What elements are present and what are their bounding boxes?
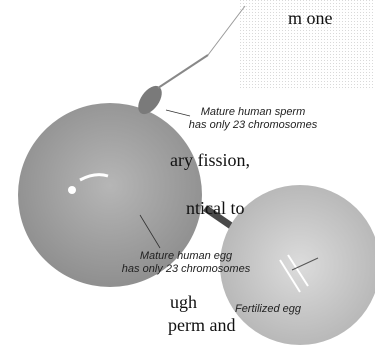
text-fragment-4: ugh	[170, 292, 197, 313]
text-fragment-1: m one	[288, 8, 333, 29]
fertilized-egg-label: Fertilized egg	[228, 303, 308, 316]
sperm-midpiece	[158, 55, 208, 88]
text-fragment-2: ary fission,	[170, 150, 250, 171]
sperm-label: Mature human sperm has only 23 chromosom…	[183, 106, 323, 131]
text-fragment-3: ntical to	[186, 198, 244, 219]
egg-label: Mature human egg has only 23 chromosomes	[116, 250, 256, 275]
text-fragment-5: perm and	[168, 315, 235, 336]
egg-nucleus-dot	[68, 186, 76, 194]
sperm-tail	[208, 6, 245, 55]
